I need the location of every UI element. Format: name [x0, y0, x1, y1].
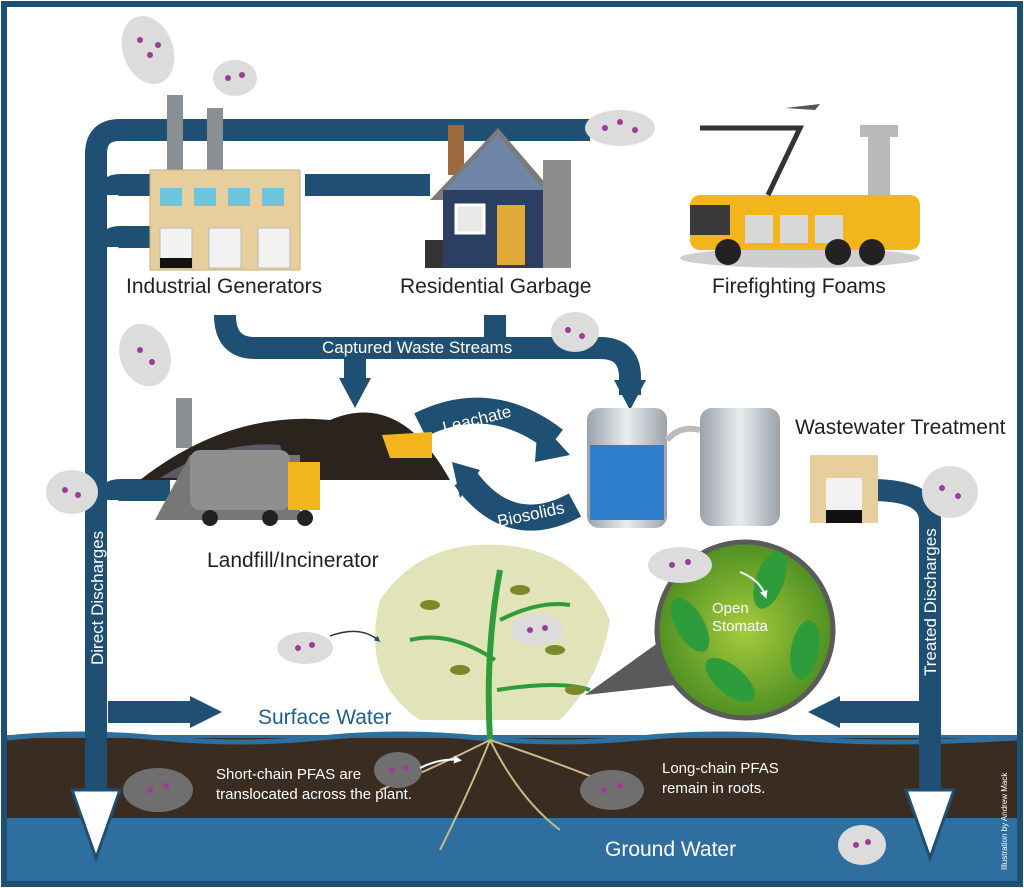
surface-arrow-left	[190, 696, 222, 728]
molecule-atoms	[62, 37, 961, 848]
long-chain-line2: remain in roots.	[662, 780, 766, 797]
stomata-label-line2: Stomata	[712, 618, 768, 635]
wastewater-treatment-label: Wastewater Treatment	[795, 416, 1006, 439]
direct-discharges-label: Direct Discharges	[88, 530, 107, 665]
industrial-generators-label: Industrial Generators	[126, 275, 323, 298]
landfill-in-arrow	[339, 378, 371, 408]
pipe-network	[85, 119, 941, 790]
biosolids-arrow	[454, 470, 582, 531]
pfas-molecules	[46, 16, 978, 865]
stomata-label-line1: Open	[712, 600, 749, 617]
house	[425, 125, 571, 268]
captured-waste-pipe	[214, 314, 641, 395]
ground-water-label: Ground Water	[605, 838, 737, 861]
short-chain-line1: Short-chain PFAS are	[216, 766, 362, 783]
surface-arrow-right	[808, 696, 840, 728]
treated-discharge-pipe	[869, 479, 941, 790]
long-chain-line1: Long-chain PFAS	[662, 760, 779, 777]
firefighting-foams-label: Firefighting Foams	[712, 275, 886, 298]
treated-discharges-label: Treated Discharges	[921, 528, 940, 676]
captured-waste-label: Captured Waste Streams	[322, 338, 513, 357]
direct-discharge-pipe	[85, 119, 590, 790]
surface-water-label: Surface Water	[258, 706, 392, 729]
wastewater-in-arrow	[614, 380, 646, 410]
plant	[375, 544, 610, 851]
residential-garbage-label: Residential Garbage	[400, 275, 592, 298]
industrial-building	[149, 95, 301, 271]
landfill	[140, 398, 450, 526]
illustration-credit: Illustration by Andrew Mack	[1000, 772, 1009, 870]
treated-down-arrow	[903, 788, 957, 863]
wastewater-tanks	[587, 408, 878, 528]
short-chain-line2: translocated across the plant.	[216, 786, 412, 803]
direct-down-arrow	[69, 788, 123, 863]
fire-truck	[680, 104, 920, 268]
surface-water-line	[6, 731, 1018, 745]
landfill-incinerator-label: Landfill/Incinerator	[207, 549, 379, 572]
